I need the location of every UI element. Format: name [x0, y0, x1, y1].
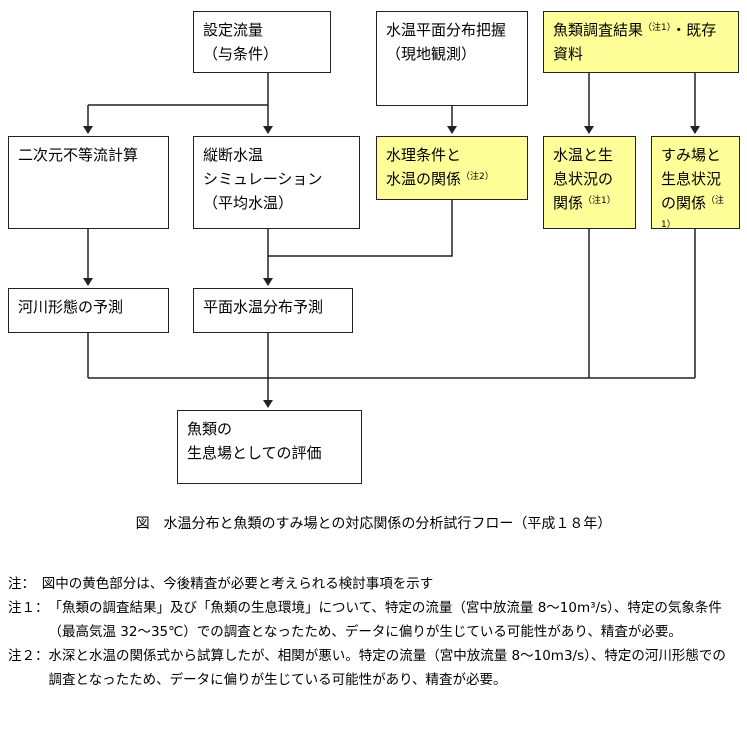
habitat-relation-main-text: 水温と生 息状況の 関係 — [553, 146, 614, 212]
box-plane-temp-prediction: 平面水温分布予測 — [193, 288, 353, 333]
box-sumiba-relation: すみ場と 生息状況 の関係（注 1） — [651, 136, 740, 230]
box-river-form-prediction: 河川形態の予測 — [8, 288, 169, 333]
fish-survey-note-marker: （注1） — [643, 23, 672, 33]
figure-caption: 図 水温分布と魚類のすみ場との対応関係の分析試行フロー（平成１８年） — [135, 516, 612, 532]
flow-connectors — [83, 73, 700, 408]
note-general: 注： 図中の黄色部分は、今後精査が必要と考えられる検討事項を示す — [8, 572, 738, 596]
box-evaluation: 魚類の 生息場としての評価 — [177, 410, 362, 484]
note-text: 「魚類の調査結果」及び「魚類の生息環境」について、特定の流量（宮中放流量 8〜1… — [48, 600, 722, 640]
sumiba-relation-main-text: すみ場と 生息状況 の関係 — [661, 146, 722, 212]
box-flow-setting: 設定流量 （与条件） — [193, 11, 331, 73]
note-label: 注： — [8, 576, 42, 592]
note-label: 注２： — [8, 648, 49, 664]
box-water-temp-survey: 水温平面分布把握 （現地観測） — [376, 11, 528, 106]
box-nonuniform-calc: 二次元不等流計算 — [8, 136, 169, 229]
box-fish-survey: 魚類調査結果（注1）・既存 資料 — [543, 11, 739, 73]
sumiba-relation-note-marker: （注 1） — [661, 196, 725, 230]
note-1: 注１： 「魚類の調査結果」及び「魚類の生息環境」について、特定の流量（宮中放流量… — [8, 596, 738, 644]
note-label: 注１： — [8, 600, 49, 616]
connector-hydraulic-route — [268, 200, 453, 257]
box-habitat-relation: 水温と生 息状況の 関係（注1） — [543, 136, 636, 229]
note-2: 注２： 水深と水温の関係式から試算したが、相関が悪い。特定の流量（宮中放流量 8… — [8, 644, 738, 692]
note-text: 水深と水温の関係式から試算したが、相関が悪い。特定の流量（宮中放流量 8〜10m… — [48, 648, 726, 688]
notes-section: 注： 図中の黄色部分は、今後精査が必要と考えられる検討事項を示す 注１： 「魚類… — [8, 572, 738, 692]
fish-survey-main-text: 魚類調査結果 — [553, 21, 644, 39]
box-hydraulic-relation: 水理条件と 水温の関係（注2） — [376, 136, 528, 200]
habitat-relation-note-marker: （注1） — [583, 196, 616, 206]
note-text: 図中の黄色部分は、今後精査が必要と考えられる検討事項を示す — [41, 576, 434, 592]
fish-survey-tail-text: ・既存 資料 — [553, 21, 717, 63]
hydraulic-main-text: 水理条件と 水温の関係 — [386, 146, 462, 188]
hydraulic-note-marker: （注2） — [461, 172, 494, 182]
box-longitudinal-sim: 縦断水温 シミュレーション （平均水温） — [193, 136, 360, 229]
